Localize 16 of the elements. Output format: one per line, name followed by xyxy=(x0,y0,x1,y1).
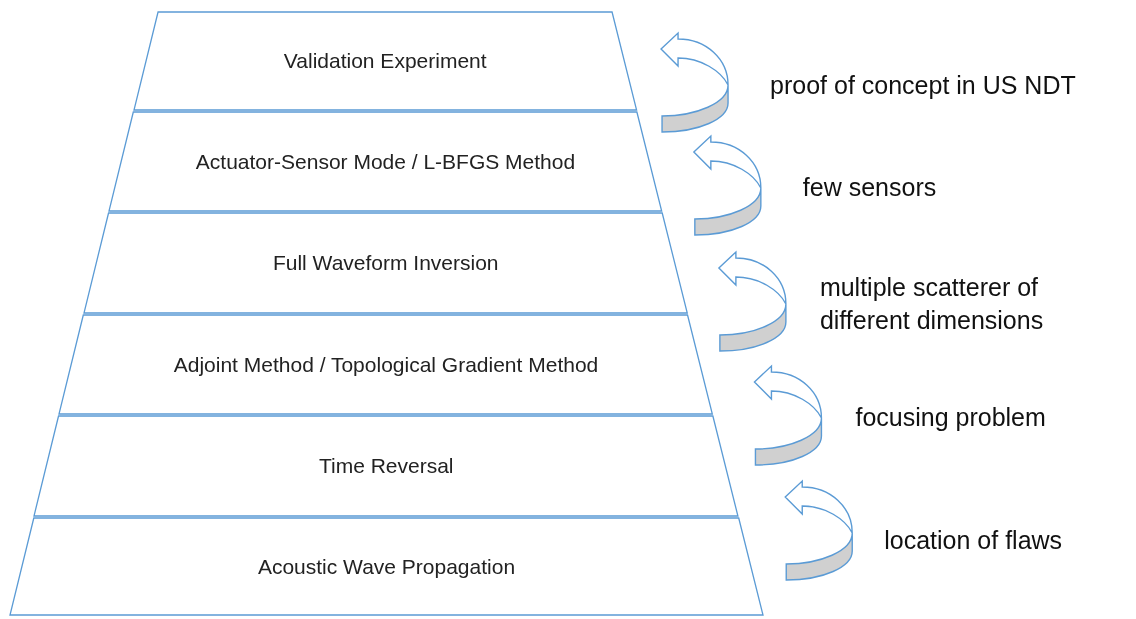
edge-label: proof of concept in US NDT xyxy=(770,69,1077,101)
curved-arrow xyxy=(693,135,762,236)
layer-title: Actuator-Sensor Mode / L-BFGS Method xyxy=(195,149,576,174)
curved-arrow xyxy=(660,32,729,133)
layer-title: Validation Experiment xyxy=(283,49,487,73)
curved-arrow xyxy=(718,251,787,352)
layer-title: Adjoint Method / Topological Gradient Method xyxy=(173,352,599,377)
layer-title: Full Waveform Inversion xyxy=(272,251,499,275)
layer-title: Acoustic Wave Propagation xyxy=(257,554,516,579)
layer-title: Time Reversal xyxy=(318,454,454,478)
edge-label: location of flaws xyxy=(884,524,1064,556)
edge-label: focusing problem xyxy=(855,401,1047,433)
curved-arrow xyxy=(753,365,823,466)
edge-label: multiple scatterer of different dimensions xyxy=(819,271,1045,335)
edge-label: few sensors xyxy=(802,171,938,203)
curved-arrow xyxy=(784,480,853,581)
